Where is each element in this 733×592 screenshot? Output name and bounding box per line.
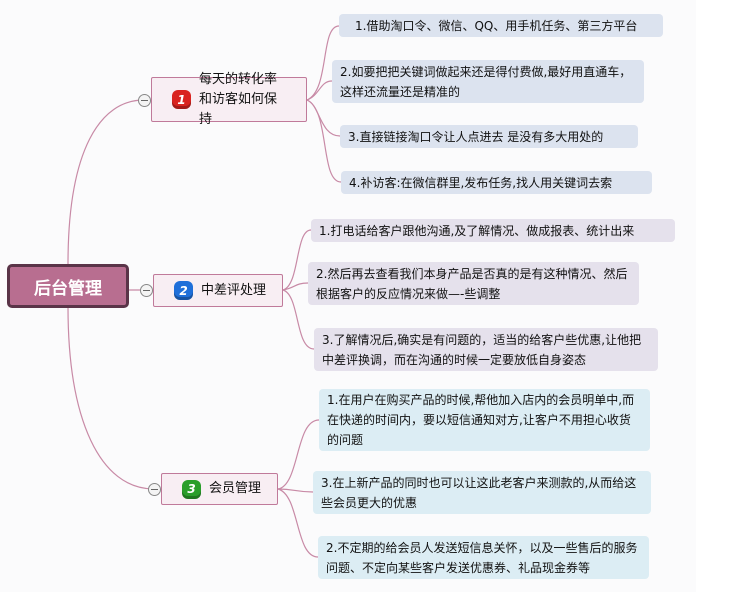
branch-node-1[interactable]: 1 每天的转化率和访客如何保持 [151,72,307,127]
leaf-node[interactable]: 3.在上新产品的同时也可以让这此老客户来测款的,从而给这些会员更大的优惠 [313,471,651,514]
leaf-text: 3.直接链接淘口令让人点进去 是没有多大用处的 [348,129,604,144]
leaf-node[interactable]: 2.如要把把关键词做起来还是得付费做,最好用直通车，这样还流量还是精准的 [332,60,644,103]
branch-node-3[interactable]: 3 会员管理 [161,473,278,505]
leaf-text: 2.如要把把关键词做起来还是得付费做,最好用直通车，这样还流量还是精准的 [340,64,632,99]
leaf-node[interactable]: 1.在用户在购买产品的时候,帮他加入店内的会员明单中,而在快递的时间内，要以短信… [319,389,650,451]
leaf-text: 2.不定期的给会员人发送短信息关怀，以及一些售后的服务问题、不定向某些客户发送优… [326,540,638,575]
collapse-toggle-2[interactable] [140,284,153,297]
leaf-text: 1.借助淘口令、微信、QQ、用手机任务、第三方平台 [355,18,638,33]
root-label: 后台管理 [34,278,102,299]
leaf-node[interactable]: 3.了解情况后,确实是有问题的，适当的给客户些优惠,让他把中差评换调，而在沟通的… [314,328,658,371]
root-node[interactable]: 后台管理 [7,264,129,308]
leaf-node[interactable]: 2.不定期的给会员人发送短信息关怀，以及一些售后的服务问题、不定向某些客户发送优… [318,536,649,579]
leaf-text: 1.在用户在购买产品的时候,帮他加入店内的会员明单中,而在快递的时间内，要以短信… [327,393,635,447]
leaf-text: 3.在上新产品的同时也可以让这此老客户来测款的,从而给这些会员更大的优惠 [321,475,637,510]
collapse-toggle-3[interactable] [148,483,161,496]
leaf-text: 4.补访客:在微信群里,发布任务,找人用关键词去索 [349,175,613,190]
leaf-node[interactable]: 3.直接链接淘口令让人点进去 是没有多大用处的 [340,125,638,148]
leaf-node[interactable]: 2.然后再去查看我们本身产品是否真的是有这种情况、然后根据客户的反应情况来做—-… [308,262,639,305]
priority-2-icon: 2 [174,281,193,300]
leaf-node[interactable]: 1.打电话给客户跟他沟通,及了解情况、做成报表、统计出来 [311,219,675,242]
right-margin [696,0,733,592]
collapse-toggle-1[interactable] [138,94,151,107]
leaf-node[interactable]: 1.借助淘口令、微信、QQ、用手机任务、第三方平台 [339,14,663,37]
priority-1-icon: 1 [172,90,191,109]
branch-label: 每天的转化率和访客如何保持 [199,71,278,127]
leaf-text: 1.打电话给客户跟他沟通,及了解情况、做成报表、统计出来 [319,223,635,238]
leaf-node[interactable]: 4.补访客:在微信群里,发布任务,找人用关键词去索 [341,171,652,194]
branch-node-2[interactable]: 2 中差评处理 [153,274,283,307]
leaf-text: 3.了解情况后,确实是有问题的，适当的给客户些优惠,让他把中差评换调，而在沟通的… [322,332,642,367]
priority-3-icon: 3 [182,479,201,499]
branch-label: 会员管理 [209,481,262,496]
branch-label: 中差评处理 [201,282,267,298]
leaf-text: 2.然后再去查看我们本身产品是否真的是有这种情况、然后根据客户的反应情况来做—-… [316,266,628,301]
